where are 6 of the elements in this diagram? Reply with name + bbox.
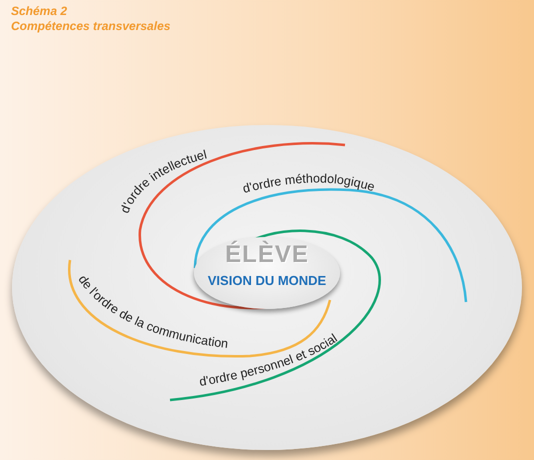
- arc-label: d'ordre méthodologique: [241, 172, 376, 196]
- center-ellipse: [194, 237, 340, 309]
- diagram-title: Schéma 2: [11, 4, 68, 18]
- diagram-subtitle: Compétences transversales: [11, 19, 170, 33]
- background-word: ÉLÈVE: [225, 241, 309, 269]
- center-label: VISION DU MONDE: [208, 273, 326, 289]
